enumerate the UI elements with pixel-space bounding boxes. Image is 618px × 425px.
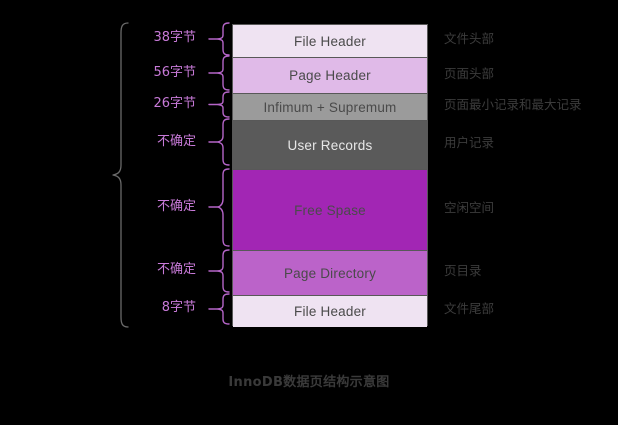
outer-brace: [112, 22, 130, 328]
band-label-free-space: Free Spase: [294, 202, 366, 218]
band-page-header[interactable]: Page Header: [233, 58, 427, 94]
annotation-infimum-supremum: 页面最小记录和最大记录: [444, 97, 582, 112]
size-label-free-space: 不确定: [156, 199, 196, 214]
band-label-user-records: User Records: [287, 137, 373, 153]
size-label-column: 38字节 56字节 26字节 不确定 不确定 不确定 8字节: [70, 22, 196, 328]
band-page-directory[interactable]: Page Directory: [233, 251, 427, 296]
band-label-page-directory: Page Directory: [283, 265, 377, 281]
band-label-file-trailer: File Header: [294, 304, 366, 319]
size-label-file-trailer: 8字节: [161, 300, 196, 315]
annotation-user-records: 用户记录: [444, 135, 495, 150]
band-file-trailer[interactable]: File Header: [233, 296, 427, 327]
annotation-column: 文件头部 页面头部 页面最小记录和最大记录 用户记录 空闲空间 页目录 文件尾部: [444, 22, 614, 328]
band-label-infimum-supremum: Infimum + Supremum: [263, 99, 397, 115]
size-label-page-directory: 不确定: [156, 262, 196, 277]
band-label-page-header: Page Header: [289, 68, 371, 83]
band-free-space[interactable]: Free Spase: [233, 170, 427, 251]
diagram-caption: InnoDB数据页结构示意图: [228, 375, 390, 390]
band-label-file-header: File Header: [294, 33, 366, 49]
page-band-stack: File Header Page Header Infimum + Suprem…: [232, 24, 428, 327]
annotation-page-directory: 页目录: [444, 263, 482, 278]
band-user-records[interactable]: User Records: [233, 121, 427, 170]
size-brace-group: [196, 22, 232, 328]
size-label-page-header: 56字节: [153, 65, 196, 80]
size-label-file-header: 38字节: [153, 30, 196, 45]
annotation-free-space: 空闲空间: [444, 200, 495, 215]
annotation-file-trailer: 文件尾部: [444, 301, 495, 316]
annotation-file-header: 文件头部: [444, 31, 495, 46]
annotation-page-header: 页面头部: [444, 66, 495, 81]
size-label-user-records: 不确定: [156, 134, 196, 149]
band-infimum-supremum[interactable]: Infimum + Supremum: [233, 94, 427, 121]
size-label-infimum-supremum: 26字节: [153, 96, 196, 111]
band-file-header[interactable]: File Header: [233, 25, 427, 58]
